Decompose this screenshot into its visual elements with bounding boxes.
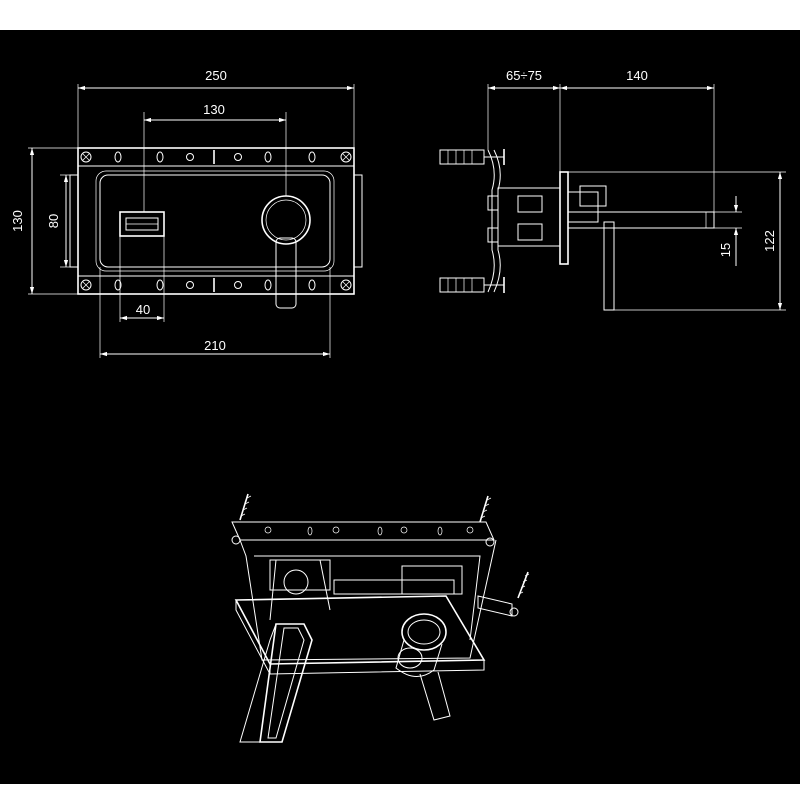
top-rail-holes bbox=[114, 150, 316, 164]
dim-handle-offset: 130 bbox=[144, 102, 286, 123]
valve-inner-block bbox=[517, 195, 543, 213]
isometric-valve-block bbox=[401, 565, 463, 595]
dim-label-80: 80 bbox=[46, 214, 61, 228]
isometric-top-rail bbox=[231, 521, 495, 541]
wall-anchor-icon bbox=[439, 277, 505, 293]
isometric-back-box bbox=[239, 539, 497, 661]
right-side-tab bbox=[353, 174, 363, 268]
corner-screw-icon bbox=[340, 151, 352, 163]
dim-wall-depth: 65÷75 bbox=[487, 68, 561, 172]
knob-cap bbox=[579, 185, 607, 207]
bottom-rail-holes bbox=[114, 278, 316, 292]
dim-spout-height: 15 bbox=[714, 196, 742, 266]
technical-drawing: 250 130 130 80 40 bbox=[10, 68, 786, 743]
corner-screw-icon bbox=[80, 279, 92, 291]
left-side-tab bbox=[69, 174, 79, 268]
mounting-bracket-inner bbox=[493, 149, 501, 293]
valve-outlet-frame bbox=[119, 211, 165, 237]
front-view: 250 130 130 80 40 bbox=[10, 68, 363, 358]
isometric-anchor-icon bbox=[239, 493, 252, 521]
isometric-valve-bar bbox=[333, 579, 455, 595]
dim-overall-width: 250 bbox=[77, 68, 355, 148]
knob-lever bbox=[275, 237, 297, 309]
dim-overall-height: 130 bbox=[10, 147, 78, 295]
dim-box-width: 210 bbox=[99, 267, 331, 358]
technical-drawing-area: 250 130 130 80 40 bbox=[0, 30, 800, 784]
isometric-rail-holes bbox=[264, 526, 474, 536]
dim-label-250: 250 bbox=[205, 68, 227, 83]
side-view: 65÷75 140 15 122 bbox=[439, 68, 786, 311]
valve-body bbox=[497, 187, 561, 247]
dim-label-140: 140 bbox=[626, 68, 648, 83]
dim-spout-length: 140 bbox=[560, 68, 715, 212]
dim-label-65-75: 65÷75 bbox=[506, 68, 542, 83]
cover-plate bbox=[559, 171, 569, 265]
lever bbox=[603, 221, 615, 311]
valve-port-top bbox=[487, 195, 499, 211]
dim-overall-height-side: 122 bbox=[568, 171, 786, 311]
mounting-bracket bbox=[487, 149, 495, 293]
inner-box-outline bbox=[99, 174, 331, 268]
dim-label-15: 15 bbox=[718, 243, 733, 257]
isometric-anchor-icon bbox=[517, 571, 530, 599]
corner-screw-icon bbox=[80, 151, 92, 163]
mixer-knob bbox=[261, 195, 311, 309]
dim-valve-width: 40 bbox=[119, 236, 165, 322]
isometric-cover-plate bbox=[234, 595, 486, 665]
valve-inner-block-2 bbox=[517, 223, 543, 241]
dim-label-130-top: 130 bbox=[203, 102, 225, 117]
corner-screw-icon bbox=[340, 279, 352, 291]
valve-outlet bbox=[119, 211, 165, 237]
dim-label-122: 122 bbox=[762, 230, 777, 252]
knob-profile bbox=[567, 191, 599, 223]
isometric-anchor-icon bbox=[479, 495, 492, 523]
dim-inner-height: 80 bbox=[46, 174, 70, 268]
knob-inner-ring bbox=[265, 199, 307, 241]
anchor-body bbox=[439, 149, 485, 165]
isometric-spout bbox=[239, 623, 313, 743]
wall-anchor-icon bbox=[439, 149, 505, 165]
dim-label-40: 40 bbox=[136, 302, 150, 317]
knob-outer-ring bbox=[261, 195, 311, 245]
isometric-knob bbox=[395, 613, 451, 721]
dim-label-210: 210 bbox=[204, 338, 226, 353]
isometric-view bbox=[231, 493, 530, 743]
spout bbox=[567, 211, 715, 229]
dim-label-130-left: 130 bbox=[10, 210, 25, 232]
valve-port-bottom bbox=[487, 227, 499, 243]
inner-box-flange bbox=[95, 170, 335, 272]
isometric-valve-body bbox=[269, 559, 331, 591]
